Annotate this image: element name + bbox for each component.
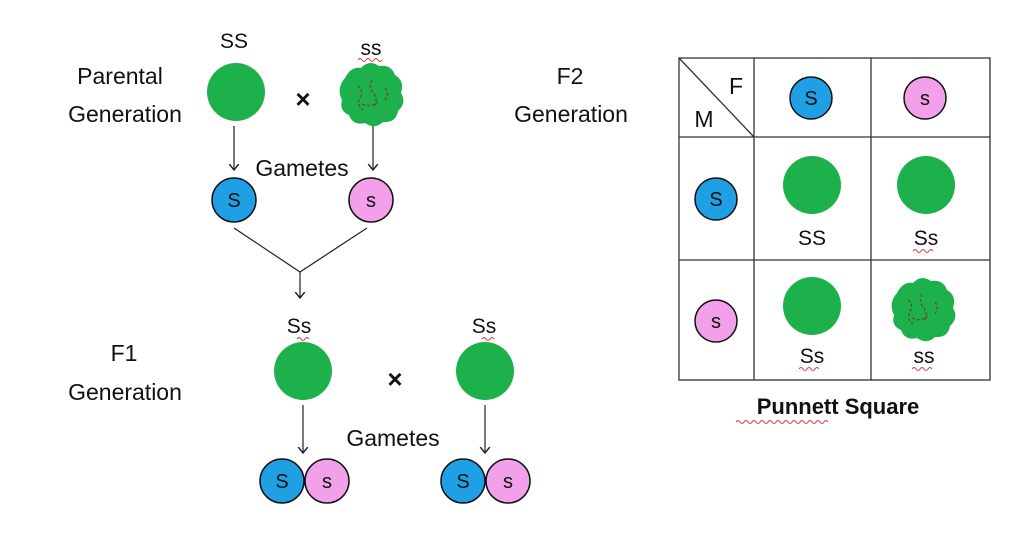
header-female-label: F	[729, 73, 743, 99]
svg-text:Ss: Ss	[800, 345, 825, 368]
round-pea	[783, 156, 841, 214]
round-pea	[783, 277, 841, 335]
svg-text:s: s	[503, 471, 513, 493]
round-pea-f1-left	[274, 342, 332, 400]
allele-dominant-f1-left: S	[259, 458, 305, 504]
merge-lines	[233, 227, 368, 273]
punnett-square-title: Punnett Square	[757, 394, 920, 419]
round-pea-parent	[207, 63, 265, 121]
gametes-label-f1: Gametes	[346, 425, 439, 451]
spellcheck-squiggle	[357, 58, 383, 62]
column-header-recessive: s	[903, 76, 947, 120]
f1-genotype-left: Ss	[287, 315, 312, 338]
allele-recessive-parental: s	[348, 177, 394, 223]
header-male-label: M	[694, 106, 713, 132]
cell-ss: ss	[891, 277, 956, 371]
punnett-square: F M S s S s SS Ss	[678, 57, 991, 381]
parental-label-line1: Parental	[77, 63, 163, 89]
cell-Ss-bottom: Ss	[783, 277, 841, 371]
row-header-dominant: S	[694, 177, 738, 221]
f1-label-line1: F1	[111, 340, 138, 366]
spellcheck-squiggle	[735, 420, 829, 424]
svg-text:s: s	[366, 190, 376, 212]
svg-text:s: s	[322, 471, 332, 493]
svg-text:S: S	[709, 189, 722, 211]
spellcheck-squiggle	[911, 367, 933, 371]
svg-text:S: S	[227, 190, 240, 212]
svg-text:s: s	[920, 88, 930, 110]
spellcheck-squiggle	[481, 337, 495, 341]
parent-genotype-recessive: ss	[361, 37, 382, 60]
wrinkled-pea-parent	[339, 62, 404, 127]
spellcheck-squiggle	[296, 337, 310, 341]
svg-text:s: s	[711, 311, 721, 333]
allele-dominant-parental: S	[211, 177, 257, 223]
svg-text:S: S	[275, 471, 288, 493]
cross-symbol: ×	[295, 84, 310, 114]
row-header-recessive: s	[694, 299, 738, 343]
cell-SS: SS	[783, 156, 841, 250]
cross-symbol-f1: ×	[387, 364, 402, 394]
allele-recessive-f1-left: s	[304, 458, 350, 504]
svg-text:SS: SS	[798, 227, 826, 250]
gametes-label-parental: Gametes	[255, 155, 348, 181]
f2-label-line1: F2	[557, 63, 584, 89]
spellcheck-squiggle	[798, 367, 820, 371]
cell-Ss-top: Ss	[897, 156, 955, 253]
allele-dominant-f1-right: S	[440, 458, 486, 504]
svg-text:S: S	[456, 471, 469, 493]
round-pea-f1-right	[456, 342, 514, 400]
svg-text:Ss: Ss	[914, 227, 939, 250]
svg-text:S: S	[804, 88, 817, 110]
wrinkled-pea	[891, 277, 956, 342]
allele-recessive-f1-right: s	[485, 458, 531, 504]
spellcheck-squiggle	[912, 249, 934, 253]
round-pea	[897, 156, 955, 214]
f2-label-line2: Generation	[514, 101, 628, 127]
header-diagonal	[678, 57, 755, 138]
parent-genotype-dominant: SS	[220, 30, 248, 53]
svg-text:ss: ss	[914, 345, 935, 368]
f1-label-line2: Generation	[68, 379, 182, 405]
parental-label-line2: Generation	[68, 101, 182, 127]
f1-genotype-right: Ss	[472, 315, 497, 338]
column-header-dominant: S	[789, 76, 833, 120]
